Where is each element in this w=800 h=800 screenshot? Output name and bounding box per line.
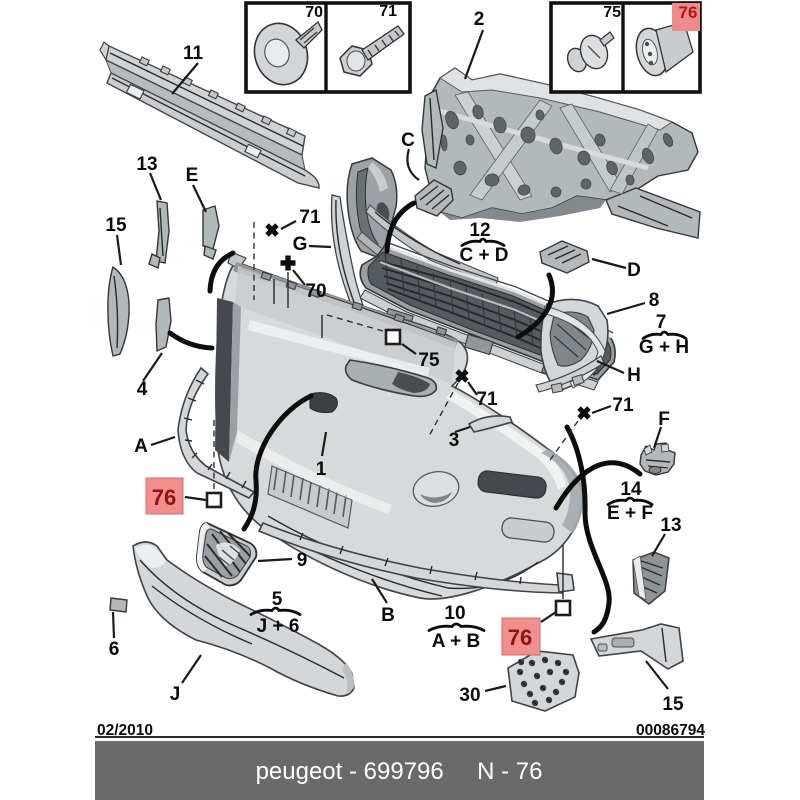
svg-text:12: 12 xyxy=(469,220,490,241)
svg-text:75: 75 xyxy=(603,4,621,21)
svg-text:peugeot - 699796 N - 76: peugeot - 699796 N - 76 xyxy=(256,758,543,785)
svg-text:71: 71 xyxy=(299,207,321,228)
svg-text:76: 76 xyxy=(679,3,698,22)
svg-text:E + F: E + F xyxy=(607,503,653,524)
svg-text:3: 3 xyxy=(449,430,460,451)
svg-text:70: 70 xyxy=(305,4,323,21)
svg-text:2: 2 xyxy=(474,9,485,30)
svg-text:1: 1 xyxy=(316,459,327,480)
svg-text:J: J xyxy=(170,684,181,705)
svg-text:30: 30 xyxy=(459,685,480,706)
svg-text:71: 71 xyxy=(476,389,498,410)
svg-text:A: A xyxy=(134,436,148,457)
svg-text:02/2010: 02/2010 xyxy=(97,722,153,739)
svg-text:E: E xyxy=(186,165,199,186)
svg-text:13: 13 xyxy=(660,515,681,536)
svg-text:C: C xyxy=(401,130,415,151)
svg-text:A + B: A + B xyxy=(432,631,480,652)
svg-text:6: 6 xyxy=(109,639,120,660)
svg-text:B: B xyxy=(381,605,395,626)
svg-text:15: 15 xyxy=(662,694,684,715)
svg-text:00086794: 00086794 xyxy=(636,722,705,739)
svg-text:14: 14 xyxy=(620,479,642,500)
svg-text:75: 75 xyxy=(418,350,440,371)
svg-text:G + H: G + H xyxy=(639,337,689,358)
svg-text:76: 76 xyxy=(152,485,176,510)
svg-text:8: 8 xyxy=(649,290,660,311)
svg-text:H: H xyxy=(627,365,641,386)
svg-text:71: 71 xyxy=(379,3,397,20)
svg-text:C + D: C + D xyxy=(459,245,508,266)
svg-text:5: 5 xyxy=(272,589,283,610)
svg-text:J + 6: J + 6 xyxy=(257,616,300,637)
svg-text:F: F xyxy=(658,409,670,430)
svg-text:76: 76 xyxy=(508,625,532,650)
svg-text:70: 70 xyxy=(305,281,326,302)
svg-text:71: 71 xyxy=(612,395,634,416)
svg-text:10: 10 xyxy=(444,603,465,624)
svg-text:G: G xyxy=(293,234,308,255)
svg-text:13: 13 xyxy=(136,154,157,175)
svg-text:4: 4 xyxy=(137,379,148,400)
svg-text:9: 9 xyxy=(297,550,308,571)
svg-text:11: 11 xyxy=(183,43,204,64)
svg-text:7: 7 xyxy=(656,312,667,333)
svg-text:D: D xyxy=(627,260,641,281)
svg-text:15: 15 xyxy=(105,215,127,236)
